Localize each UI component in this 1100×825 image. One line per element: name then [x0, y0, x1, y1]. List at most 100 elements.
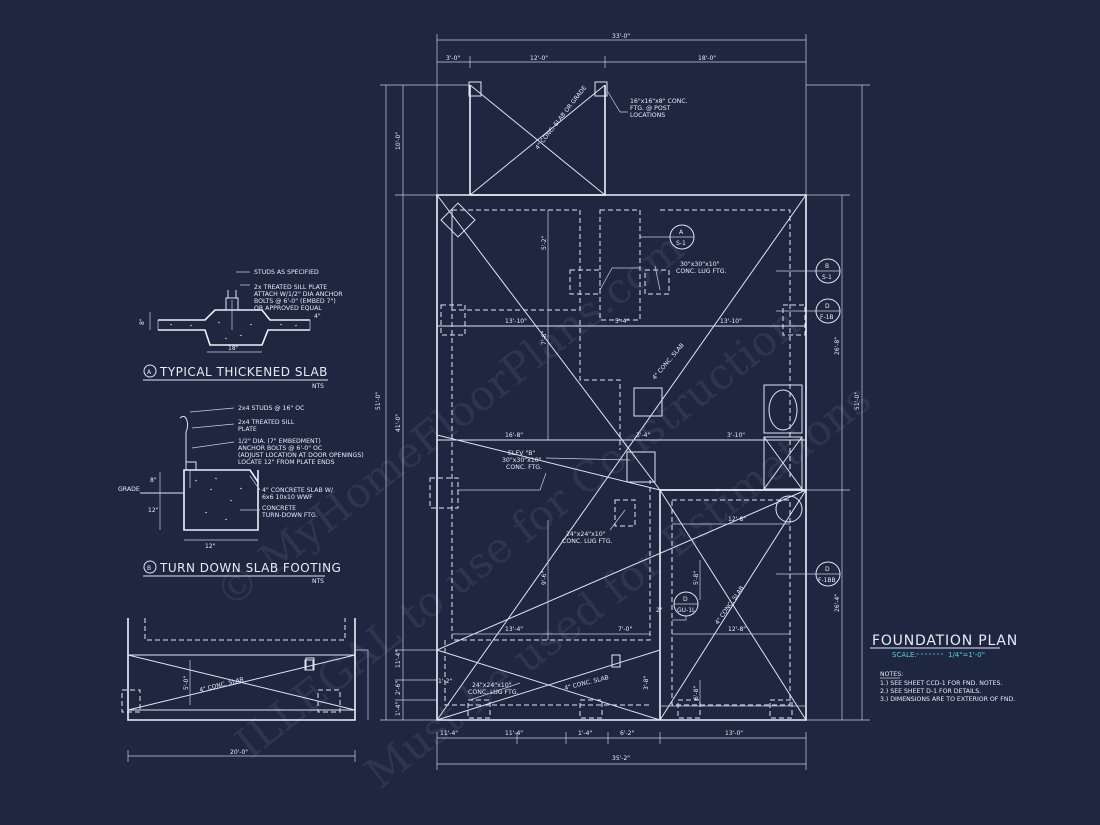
dim-left-inner: 41'-0" [395, 414, 402, 432]
detail-a-callout-5: OR APPROVED EQUAL [254, 305, 322, 312]
conc-slab-3: 4" CONC. SLAB [564, 674, 610, 692]
dim-bot-seg2: 11'-4" [505, 730, 523, 737]
dim-int-1: 13'-10" [505, 318, 527, 325]
dim-left-small1: 11'-4" [395, 650, 402, 668]
dim-int-2: 5'-4" [615, 318, 629, 325]
detail-b-callout-4: 1/2" DIA. (7" EMBEDMENT) [238, 438, 321, 445]
garage-dim-width: 20'-0" [230, 749, 248, 756]
dim-int-12: 7'-8" [541, 331, 548, 345]
section-tag-d-f1b[interactable]: D F-1B [776, 298, 841, 324]
detail-b-dim-c: 12" [205, 543, 216, 550]
notes-heading: NOTES: [880, 671, 903, 678]
dim-int-5: 3'-4" [636, 432, 650, 439]
dim-top-overall: 33'-0" [612, 33, 630, 40]
dim-left-outer: 51'-0" [375, 392, 382, 410]
dim-left-small2: 2'-6" [395, 681, 402, 695]
dim-int-7: 12'-8" [728, 516, 746, 523]
tag-4-top: D [825, 566, 830, 573]
detail-b-callout-7: LOCATE 12" FROM PLATE ENDS [238, 459, 335, 466]
detail-b-turn-down-slab-footing: GRADE 8" 12" 12" 2x4 STUDS @ 16" OC 2x4 … [118, 404, 364, 585]
dim-int-10: 7'-0" [618, 626, 632, 633]
detail-a-callout-3: ATTACH W/1/2" DIA ANCHOR [254, 291, 343, 298]
dim-right-outer: 51'-0" [854, 392, 861, 410]
post-ftg-2: FTG. @ POST [630, 104, 671, 112]
dim-left-small3: 1'-4" [395, 702, 402, 716]
conc-slab-2: 4" CONC. SLAB [714, 585, 746, 626]
plan-title: FOUNDATION PLAN [872, 633, 1018, 649]
detail-b-dim-b: 12" [148, 507, 159, 514]
section-tag-d-f1bb[interactable]: D F-1BB [776, 561, 841, 587]
tag-2-bottom: S-1 [822, 274, 832, 281]
note-3: 3.) DIMENSIONS ARE TO EXTERIOR OF FND. [880, 696, 1015, 703]
dim-bot-seg4: 6'-2" [620, 730, 634, 737]
detail-a-marker: A [147, 369, 152, 376]
dim-int-3: 13'-10" [720, 318, 742, 325]
detail-b-callout-8: 4" CONCRETE SLAB W/ [262, 487, 334, 494]
dim-top-seg3: 18'-0" [698, 55, 716, 62]
dim-top-seg2: 12'-0" [530, 55, 548, 62]
dim-bot-seg5: 13'-0" [725, 730, 743, 737]
detail-a-dim-width: 18" [228, 345, 239, 352]
detail-a-nts: NTS [312, 383, 324, 390]
lug-24a-line2: CONC. LUG FTG. [562, 538, 613, 545]
lug-24a-line1: 24"x24"x10" [566, 531, 606, 538]
tag-1-bottom: S-1 [676, 240, 686, 247]
detail-b-title: TURN DOWN SLAB FOOTING [159, 561, 341, 575]
dim-int-4: 16'-8" [505, 432, 523, 439]
detail-b-callout-3: PLATE [238, 426, 257, 433]
dim-bot-seg3: 1'-4" [578, 730, 592, 737]
porch-slab-label: 4" CONC. SLAB OR GRADE [534, 84, 588, 151]
detail-b-marker-circle [143, 560, 157, 574]
elev-line1: ELEV "B" [508, 450, 536, 457]
tag-3-bottom: F-1B [820, 314, 834, 321]
lug-24b-line2: CONC. LUG FTG. [468, 689, 519, 696]
detail-b-callout-11: TURN-DOWN FTG. [261, 512, 318, 519]
detail-a-callout-2: 2x TREATED SILL PLATE [254, 284, 327, 291]
tag-1-top: A [679, 229, 684, 236]
dim-int-17: 3'-8" [643, 676, 650, 690]
detail-a-typical-thickened-slab: STUDS AS SPECIFIED 2x TREATED SILL PLATE… [139, 269, 343, 390]
dim-top-seg1: 3'-0" [446, 55, 460, 62]
tag-4-bottom: F-1BB [818, 577, 836, 584]
tag-2-top: B [825, 263, 829, 270]
detail-a-callout-1: STUDS AS SPECIFIED [254, 269, 319, 276]
detail-b-callout-9: 6x6 10x10 WWF [262, 494, 313, 501]
garage-dim-depth: 5'-0" [183, 676, 190, 690]
section-tag-d-gu1l[interactable]: D GU-1L [672, 591, 699, 621]
detail-b-grade: GRADE [118, 486, 140, 493]
dim-bot-seg1: 11'-4" [440, 730, 458, 737]
detail-a-dim-depth: 8" [139, 318, 146, 325]
garage-slab-label: 4" CONC. SLAB [199, 676, 245, 694]
detail-b-marker: B [147, 565, 151, 572]
tag-5-bottom: GU-1L [677, 607, 696, 614]
lug-30-line1: 30"x30"x10" [680, 261, 720, 268]
tag-5-top: D [683, 596, 688, 603]
dim-int-18: 2" [656, 607, 663, 614]
section-tag-a-s1[interactable]: A S-1 [640, 224, 695, 250]
dim-int-13: 9'-6" [541, 571, 548, 585]
detail-b-callout-1: 2x4 STUDS @ 16" OC [238, 404, 304, 412]
elev-line2: 30"x30"x10" [502, 457, 542, 464]
section-tags: A S-1 B S-1 D F-1B D F-1BB D [640, 224, 841, 621]
note-1: 1.) SEE SHEET CCD-1 FOR FND. NOTES. [880, 680, 1002, 687]
lug-30-line2: CONC. LUG FTG. [676, 268, 727, 275]
tag-3-top: D [825, 303, 830, 310]
dim-int-11: 5'-2" [541, 236, 548, 250]
dim-int-15: 6'-8" [693, 686, 700, 700]
detail-b-callout-5: ANCHOR BOLTS @ 6'-0" OC [238, 444, 322, 452]
plan-scale-value: 1/4"=1'-0" [948, 651, 985, 659]
dim-int-14: 5'-8" [693, 571, 700, 585]
dim-right-lower: 26'-4" [834, 594, 841, 612]
dim-int-9: 13'-4" [505, 626, 523, 633]
post-ftg-1: 16"x16"x8" CONC. [630, 98, 688, 105]
note-2: 2.) SEE SHEET D-1 FOR DETAILS. [880, 688, 981, 695]
section-tag-b-s1[interactable]: B S-1 [776, 258, 841, 284]
detail-b-nts: NTS [312, 578, 324, 585]
detail-a-marker-circle [143, 364, 157, 378]
dim-int-16: 1'-2" [438, 678, 452, 685]
lug-24b-line1: 24"x24"x10" [472, 682, 512, 689]
title-block: FOUNDATION PLAN SCALE: 1/4"=1'-0" NOTES:… [870, 633, 1018, 703]
detail-b-callout-10: CONCRETE [262, 505, 296, 512]
dim-bot-overall: 35'-2" [612, 755, 630, 762]
